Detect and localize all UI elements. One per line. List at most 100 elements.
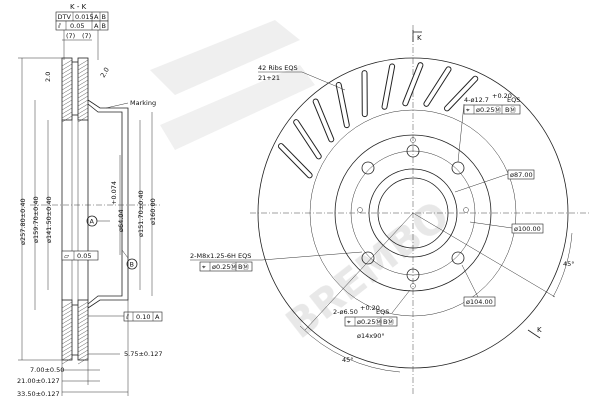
hatch-line: [61, 91, 73, 99]
hatch-line: [77, 75, 89, 83]
hatch-line: [61, 95, 73, 103]
svg-text:0.10: 0.10: [136, 313, 150, 321]
svg-text:BⓂ: BⓂ: [383, 318, 394, 326]
ribs-label: 42 Ribs EQS 21+21: [258, 64, 346, 91]
hatch-line: [77, 83, 89, 91]
svg-text:ø100.00: ø100.00: [514, 225, 541, 233]
hatch-line: [61, 115, 73, 123]
dim-21-00: 21.00±0.127: [17, 377, 60, 385]
dim-7-00: 7.00±0.50: [30, 366, 64, 374]
hatch-line: [77, 313, 89, 321]
tol-frame-parallel-top: ⫽ 0.05 A B: [55, 20, 109, 31]
hatch-line: [61, 71, 73, 79]
k-marker-bottom: K: [537, 326, 542, 334]
dia-87-callout: ø87.00: [454, 169, 535, 193]
bolt-hole: [451, 251, 465, 265]
hatch-line: [61, 305, 73, 313]
hatch-line: [61, 107, 73, 115]
angle-45-bottom: 45°: [342, 356, 354, 364]
svg-text:ø0.25Ⓜ: ø0.25Ⓜ: [476, 106, 501, 114]
hatch-line: [61, 75, 73, 83]
hatch-line: [77, 115, 89, 123]
flatness-frame: ▱ 0.05: [61, 250, 99, 261]
hatch-line: [77, 305, 89, 313]
svg-text:B: B: [102, 13, 106, 21]
hatching-bottom: [61, 301, 89, 365]
svg-text:2-M8x1.25-6H EQS: 2-M8x1.25-6H EQS: [190, 252, 251, 260]
section-view: K - K DTV 0.015 A B ⫽ 0.05 A B (7): [17, 3, 163, 398]
svg-text:42 Ribs EQS: 42 Ribs EQS: [258, 64, 298, 72]
dim-7-right: (7): [82, 32, 91, 40]
hatch-line: [77, 337, 89, 345]
small-hole: [410, 283, 416, 289]
dia-151: ø151.70±0.40: [137, 190, 145, 237]
hatch-line: [61, 341, 73, 349]
hatch-line: [61, 79, 73, 87]
hatch-line: [61, 317, 73, 325]
dim-5-75: 5.75±0.127: [124, 350, 163, 358]
hatch-line: [61, 321, 73, 329]
hatch-line: [61, 99, 73, 107]
small-hole: [410, 137, 416, 143]
datum-a: A: [86, 215, 110, 227]
hatch-line: [77, 333, 89, 341]
thread-callout: 2-M8x1.25-6H EQS ⌖ ø0.25Ⓜ BⓂ: [190, 251, 363, 272]
svg-text:21+21: 21+21: [258, 74, 280, 82]
bolt-hole: [361, 161, 375, 175]
svg-text:B: B: [102, 22, 106, 30]
parallel-frame-bottom: ⫽ 0.10 A: [88, 311, 163, 322]
hatch-line: [61, 63, 73, 71]
hatch-line: [77, 317, 89, 325]
hatch-line: [77, 99, 89, 107]
bolt-hole: [406, 144, 420, 158]
small-hole: [357, 207, 363, 213]
hatch-line: [77, 309, 89, 317]
dia-64: ø64.04: [117, 209, 125, 232]
hatch-line: [77, 95, 89, 103]
front-view: K K 42 Ribs EQS 21+21: [190, 25, 590, 395]
svg-text:EQS: EQS: [507, 96, 520, 104]
hatch-line: [61, 67, 73, 75]
bottom-dims: 5.75±0.127 7.00±0.50 21.00±0.127 33.50±0…: [17, 300, 163, 398]
small-holes-callout: 2-ø6.50 +0.20 EQS ⌖ ø0.25Ⓜ BⓂ ø14x90°: [333, 289, 411, 340]
section-label: K - K: [70, 3, 87, 11]
hatch-line: [77, 111, 89, 119]
rib-inner: [313, 99, 334, 142]
hatch-line: [61, 59, 73, 67]
svg-text:DTV: DTV: [58, 13, 72, 21]
marking-label: Marking: [130, 99, 156, 107]
svg-text:BⓂ: BⓂ: [238, 263, 249, 271]
center-bore-outer: [368, 168, 458, 258]
svg-text:ø104.00: ø104.00: [466, 298, 493, 306]
dia-159: ø159.70±0.40: [32, 196, 40, 243]
svg-text:A: A: [94, 22, 99, 30]
dia-104-callout: ø104.00: [461, 264, 496, 307]
chamfer-right: 2.0: [99, 66, 111, 79]
rib-inner: [336, 82, 349, 128]
disc-section-outline: [61, 57, 129, 361]
center-bore: [377, 177, 449, 249]
hatch-line: [61, 353, 73, 361]
watermark: BREMBO: [150, 20, 458, 348]
hatch-line: [61, 345, 73, 353]
ribs: [277, 62, 479, 179]
hatch-line: [77, 71, 89, 79]
dia-100-callout: ø100.00: [469, 221, 544, 234]
svg-text:⫽: ⫽: [57, 22, 61, 30]
dim-7-left: (7): [66, 32, 75, 40]
hatch-line: [61, 329, 73, 337]
svg-text:4-ø12.7: 4-ø12.7: [464, 96, 489, 104]
hatch-line: [61, 111, 73, 119]
hatch-line: [61, 301, 73, 309]
bolt-hole-callout: 4-ø12.7 +0.20 EQS ⌖ ø0.25Ⓜ BⓂ: [457, 92, 520, 163]
rib-inner: [403, 63, 423, 106]
svg-text:ø14x90°: ø14x90°: [357, 332, 385, 340]
svg-text:BⓂ: BⓂ: [505, 106, 516, 114]
hatch-line: [61, 313, 73, 321]
hatch-line: [77, 87, 89, 95]
rib-inner: [424, 67, 451, 106]
hatch-line: [77, 357, 89, 365]
svg-text:▱: ▱: [64, 252, 69, 260]
